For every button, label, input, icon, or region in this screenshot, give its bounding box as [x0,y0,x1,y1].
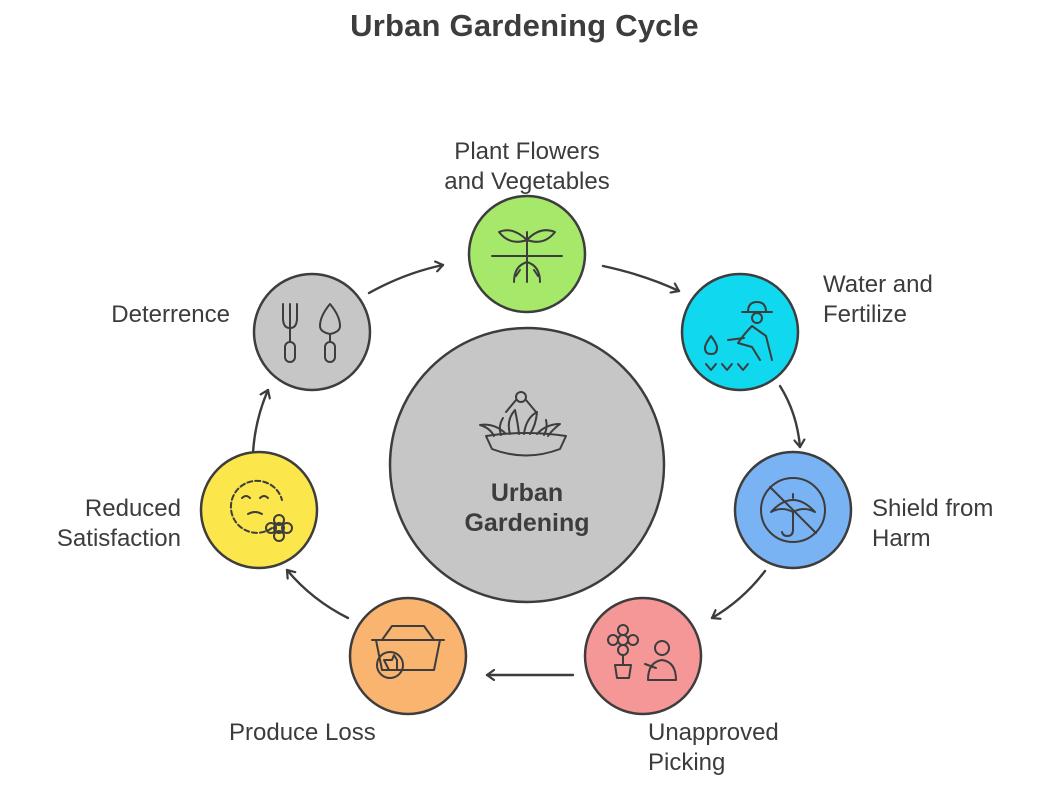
step-label-satisfaction-line2: Satisfaction [56,525,181,552]
step-node-water [680,272,800,392]
step-circle-water [680,272,800,392]
step-label-shield-line2: Harm [872,525,931,552]
arrow-satisfaction-to-deterrence [251,388,268,455]
step-node-plant [467,194,587,314]
arrow-plant-to-water [601,264,681,291]
sad-face-flower-icon [229,479,293,542]
center-label-line2: Gardening [464,509,590,537]
cycle-arrows [251,264,800,675]
step-label-water-line2: Fertilize [823,301,908,328]
step-circle-deterrence [252,272,372,392]
step-label-plant-line2: and Vegetables [444,168,610,195]
step-label-plant: Plant Flowers and Vegetables [444,137,609,197]
step-circle-picking [583,596,703,716]
step-label-loss: Produce Loss [229,718,376,748]
arrow-water-to-shield [778,384,800,449]
step-label-water-line1: Water and [823,271,933,298]
step-label-satisfaction-line1: Reduced [84,495,181,522]
sprout-icon [491,229,563,283]
center-circle [388,326,666,604]
plant-basket-icon [479,391,567,457]
center-label: Urban Gardening [390,478,664,538]
step-label-deterrence: Deterrence [111,300,230,330]
step-label-plant-line1: Plant Flowers [454,138,600,165]
step-label-picking-line2: Picking [648,749,726,776]
step-label-loss-line1: Produce Loss [229,719,376,746]
step-label-deterrence-line1: Deterrence [111,301,230,328]
step-circle-satisfaction [199,450,319,570]
step-node-deterrence [252,272,372,392]
no-umbrella-icon [760,477,826,543]
step-label-water: Water and Fertilize [823,270,933,330]
step-label-picking: Unapproved Picking [648,718,779,778]
step-node-loss [348,596,468,716]
flower-picker-icon [607,624,677,681]
step-circle-loss [348,596,468,716]
basket-dislike-icon [371,625,445,679]
arrow-loss-to-satisfaction [285,568,350,620]
arrow-deterrence-to-plant [367,265,445,295]
step-node-picking [583,596,703,716]
center-label-line1: Urban [490,479,564,507]
arrow-shield-to-picking [710,569,767,618]
center-node [388,326,666,604]
step-label-shield-line1: Shield from [872,495,994,522]
step-node-satisfaction [199,450,319,570]
step-node-shield [733,450,853,570]
step-label-shield: Shield from Harm [872,494,993,554]
step-label-picking-line1: Unapproved [648,719,779,746]
garden-tools-icon [282,303,341,363]
diagram-title: Urban Gardening Cycle [350,8,699,43]
gardener-watering-icon [704,301,773,371]
step-label-satisfaction: Reduced Satisfaction [57,494,181,554]
